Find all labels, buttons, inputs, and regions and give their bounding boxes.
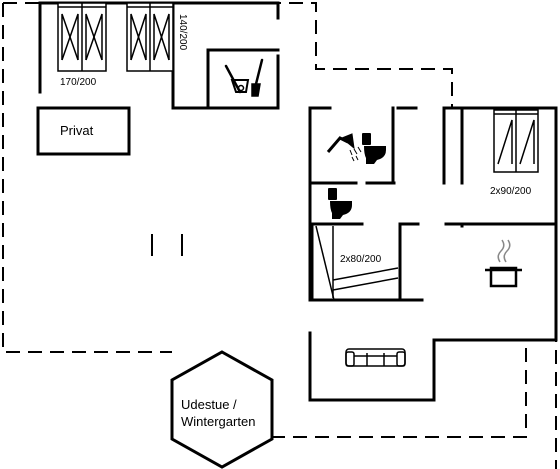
bed1-label: 170/200 — [60, 77, 97, 88]
bed-icon — [57, 2, 107, 72]
utility-icon — [224, 58, 264, 97]
conservatory-label-line2: Wintergarten — [181, 414, 255, 429]
bed2-label: 140/200 — [177, 14, 188, 51]
shower-icon — [326, 133, 362, 162]
bed-icon — [126, 2, 174, 72]
bed-icon — [493, 109, 539, 173]
door-marks — [151, 234, 183, 256]
right-wing-walls — [308, 106, 558, 402]
private-room — [36, 106, 131, 156]
bed4-label: 2x80/200 — [340, 254, 382, 265]
conservatory-hexagon — [170, 350, 274, 469]
conservatory-label-line1: Udestue / — [181, 397, 237, 412]
bed3-label: 2x90/200 — [490, 186, 532, 197]
toilet-icon — [328, 188, 352, 219]
private-label: Privat — [60, 123, 94, 138]
sofa-icon — [345, 348, 406, 367]
pot-icon — [485, 239, 522, 288]
stairs — [315, 225, 399, 301]
toilet-icon — [362, 133, 386, 164]
